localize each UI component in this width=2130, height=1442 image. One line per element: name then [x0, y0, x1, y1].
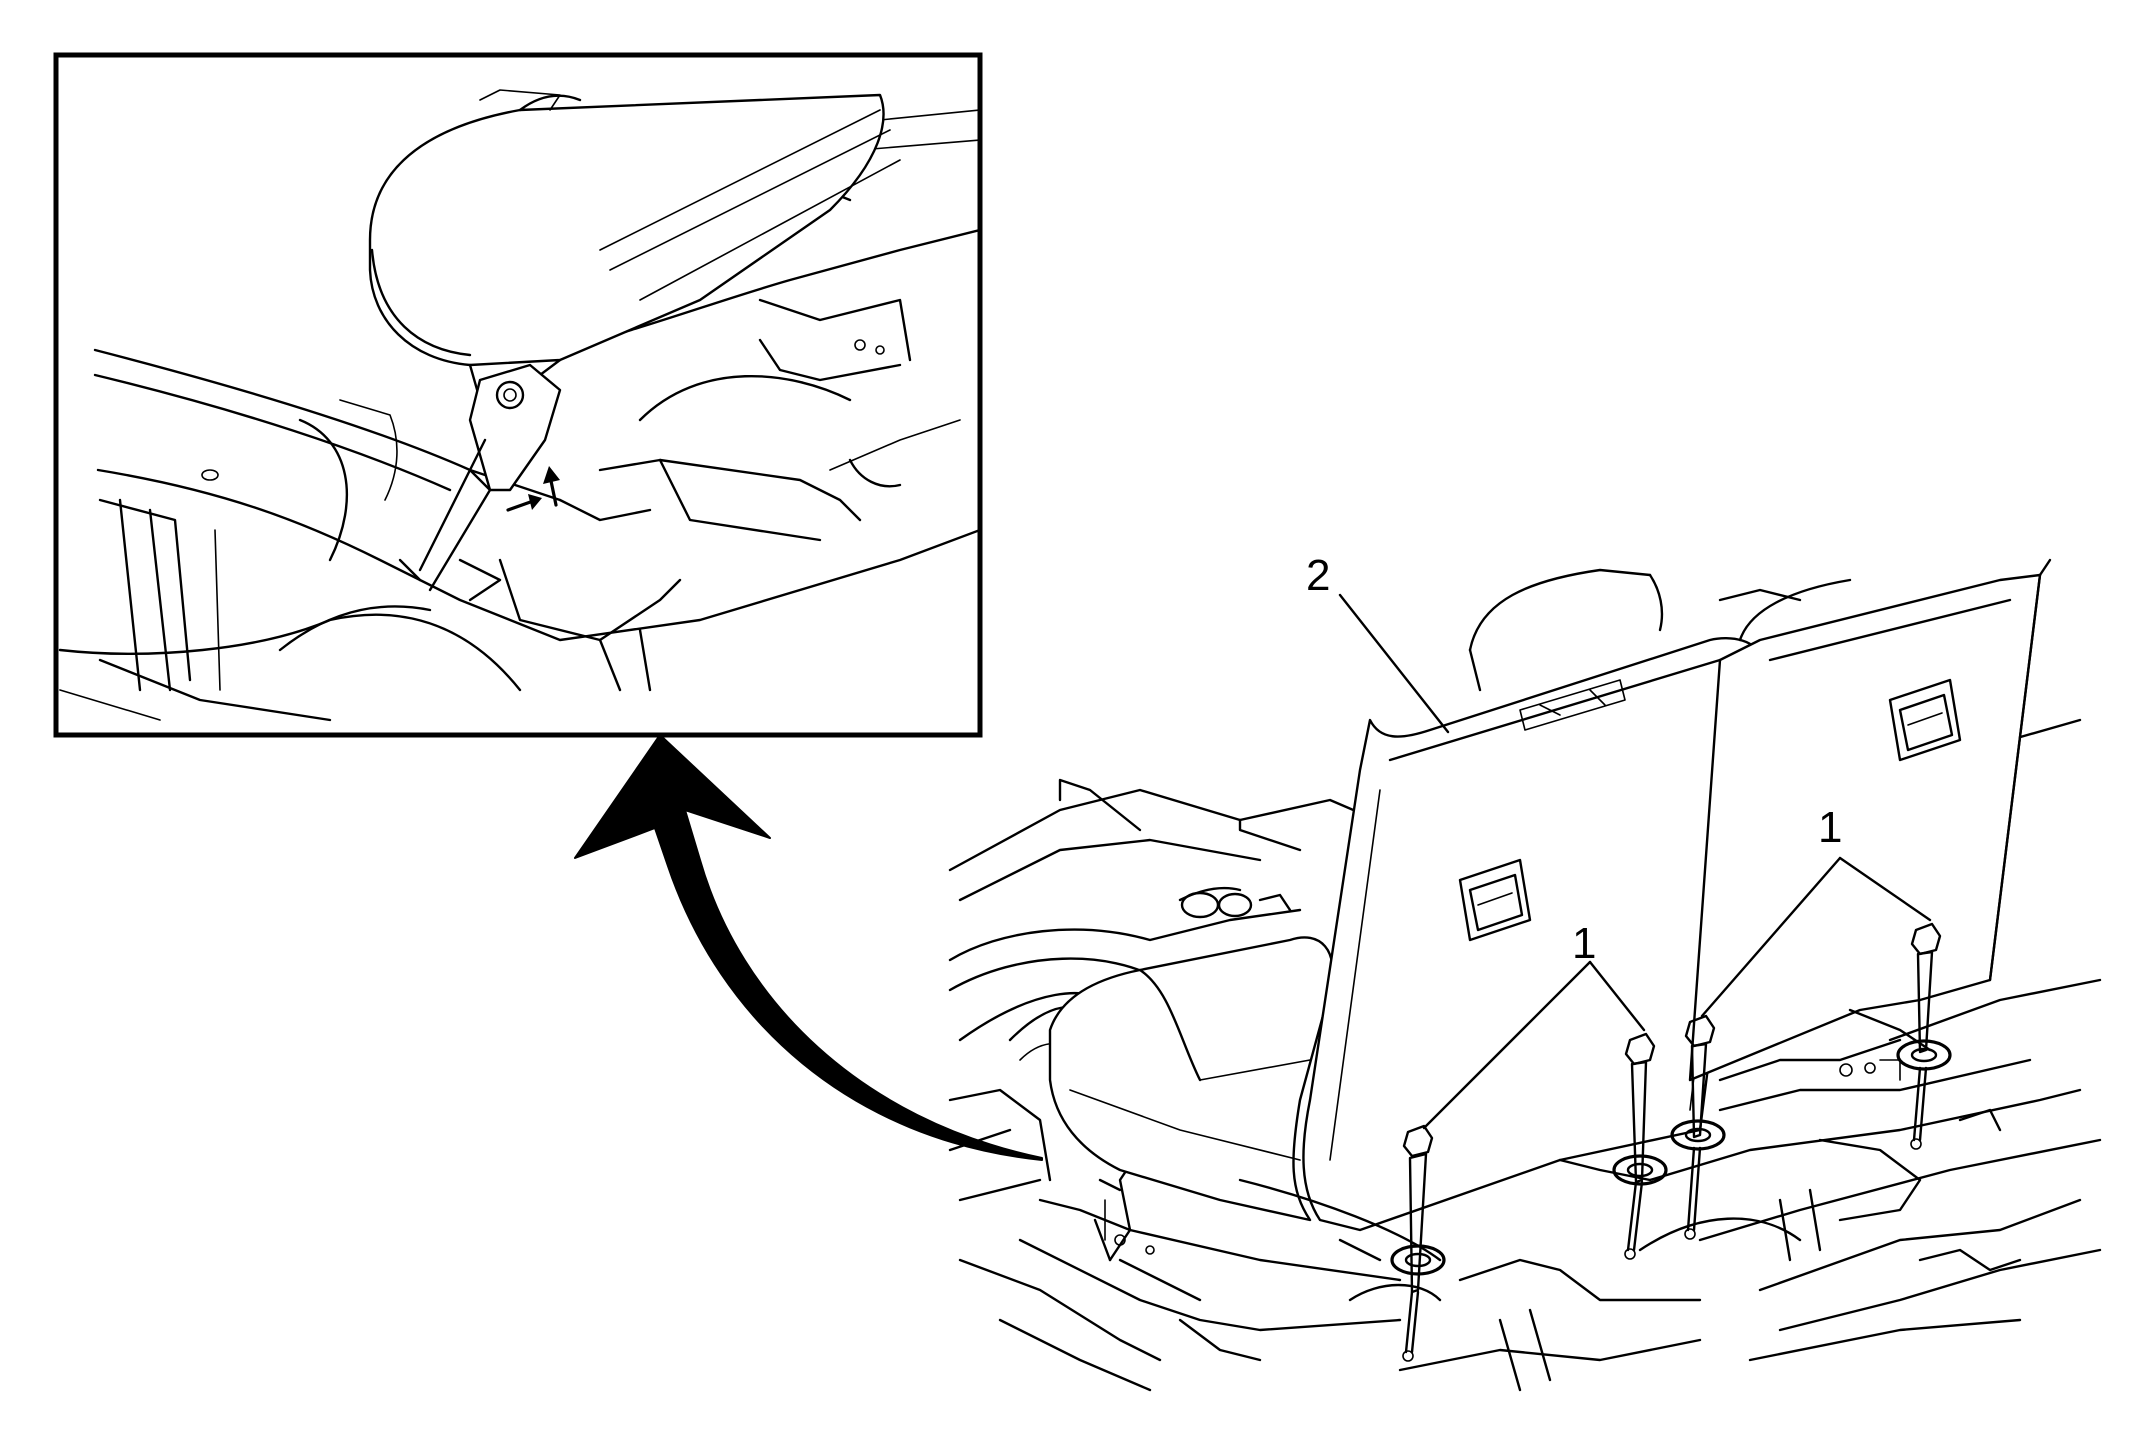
- seat-bolt: [1670, 1014, 1726, 1240]
- curved-arrow-icon: [574, 734, 1043, 1161]
- callout-1-left: 1: [1572, 919, 1596, 968]
- bolt-group: [1390, 922, 1952, 1362]
- callout-2: 2: [1306, 551, 1330, 600]
- seat-bolt: [1896, 922, 1952, 1150]
- detail-inset: [53, 52, 983, 738]
- leader-lines: [1338, 593, 1932, 1130]
- main-assembly-view: 2 1 1: [948, 551, 2102, 1392]
- push-arrow-icon: [506, 494, 542, 512]
- callout-1-right: 1: [1818, 803, 1842, 852]
- seat-bolt: [1390, 1124, 1446, 1362]
- seat-bolt: [1612, 1032, 1668, 1260]
- inset-drawing: [58, 89, 978, 722]
- lift-arrow-icon: [543, 466, 560, 507]
